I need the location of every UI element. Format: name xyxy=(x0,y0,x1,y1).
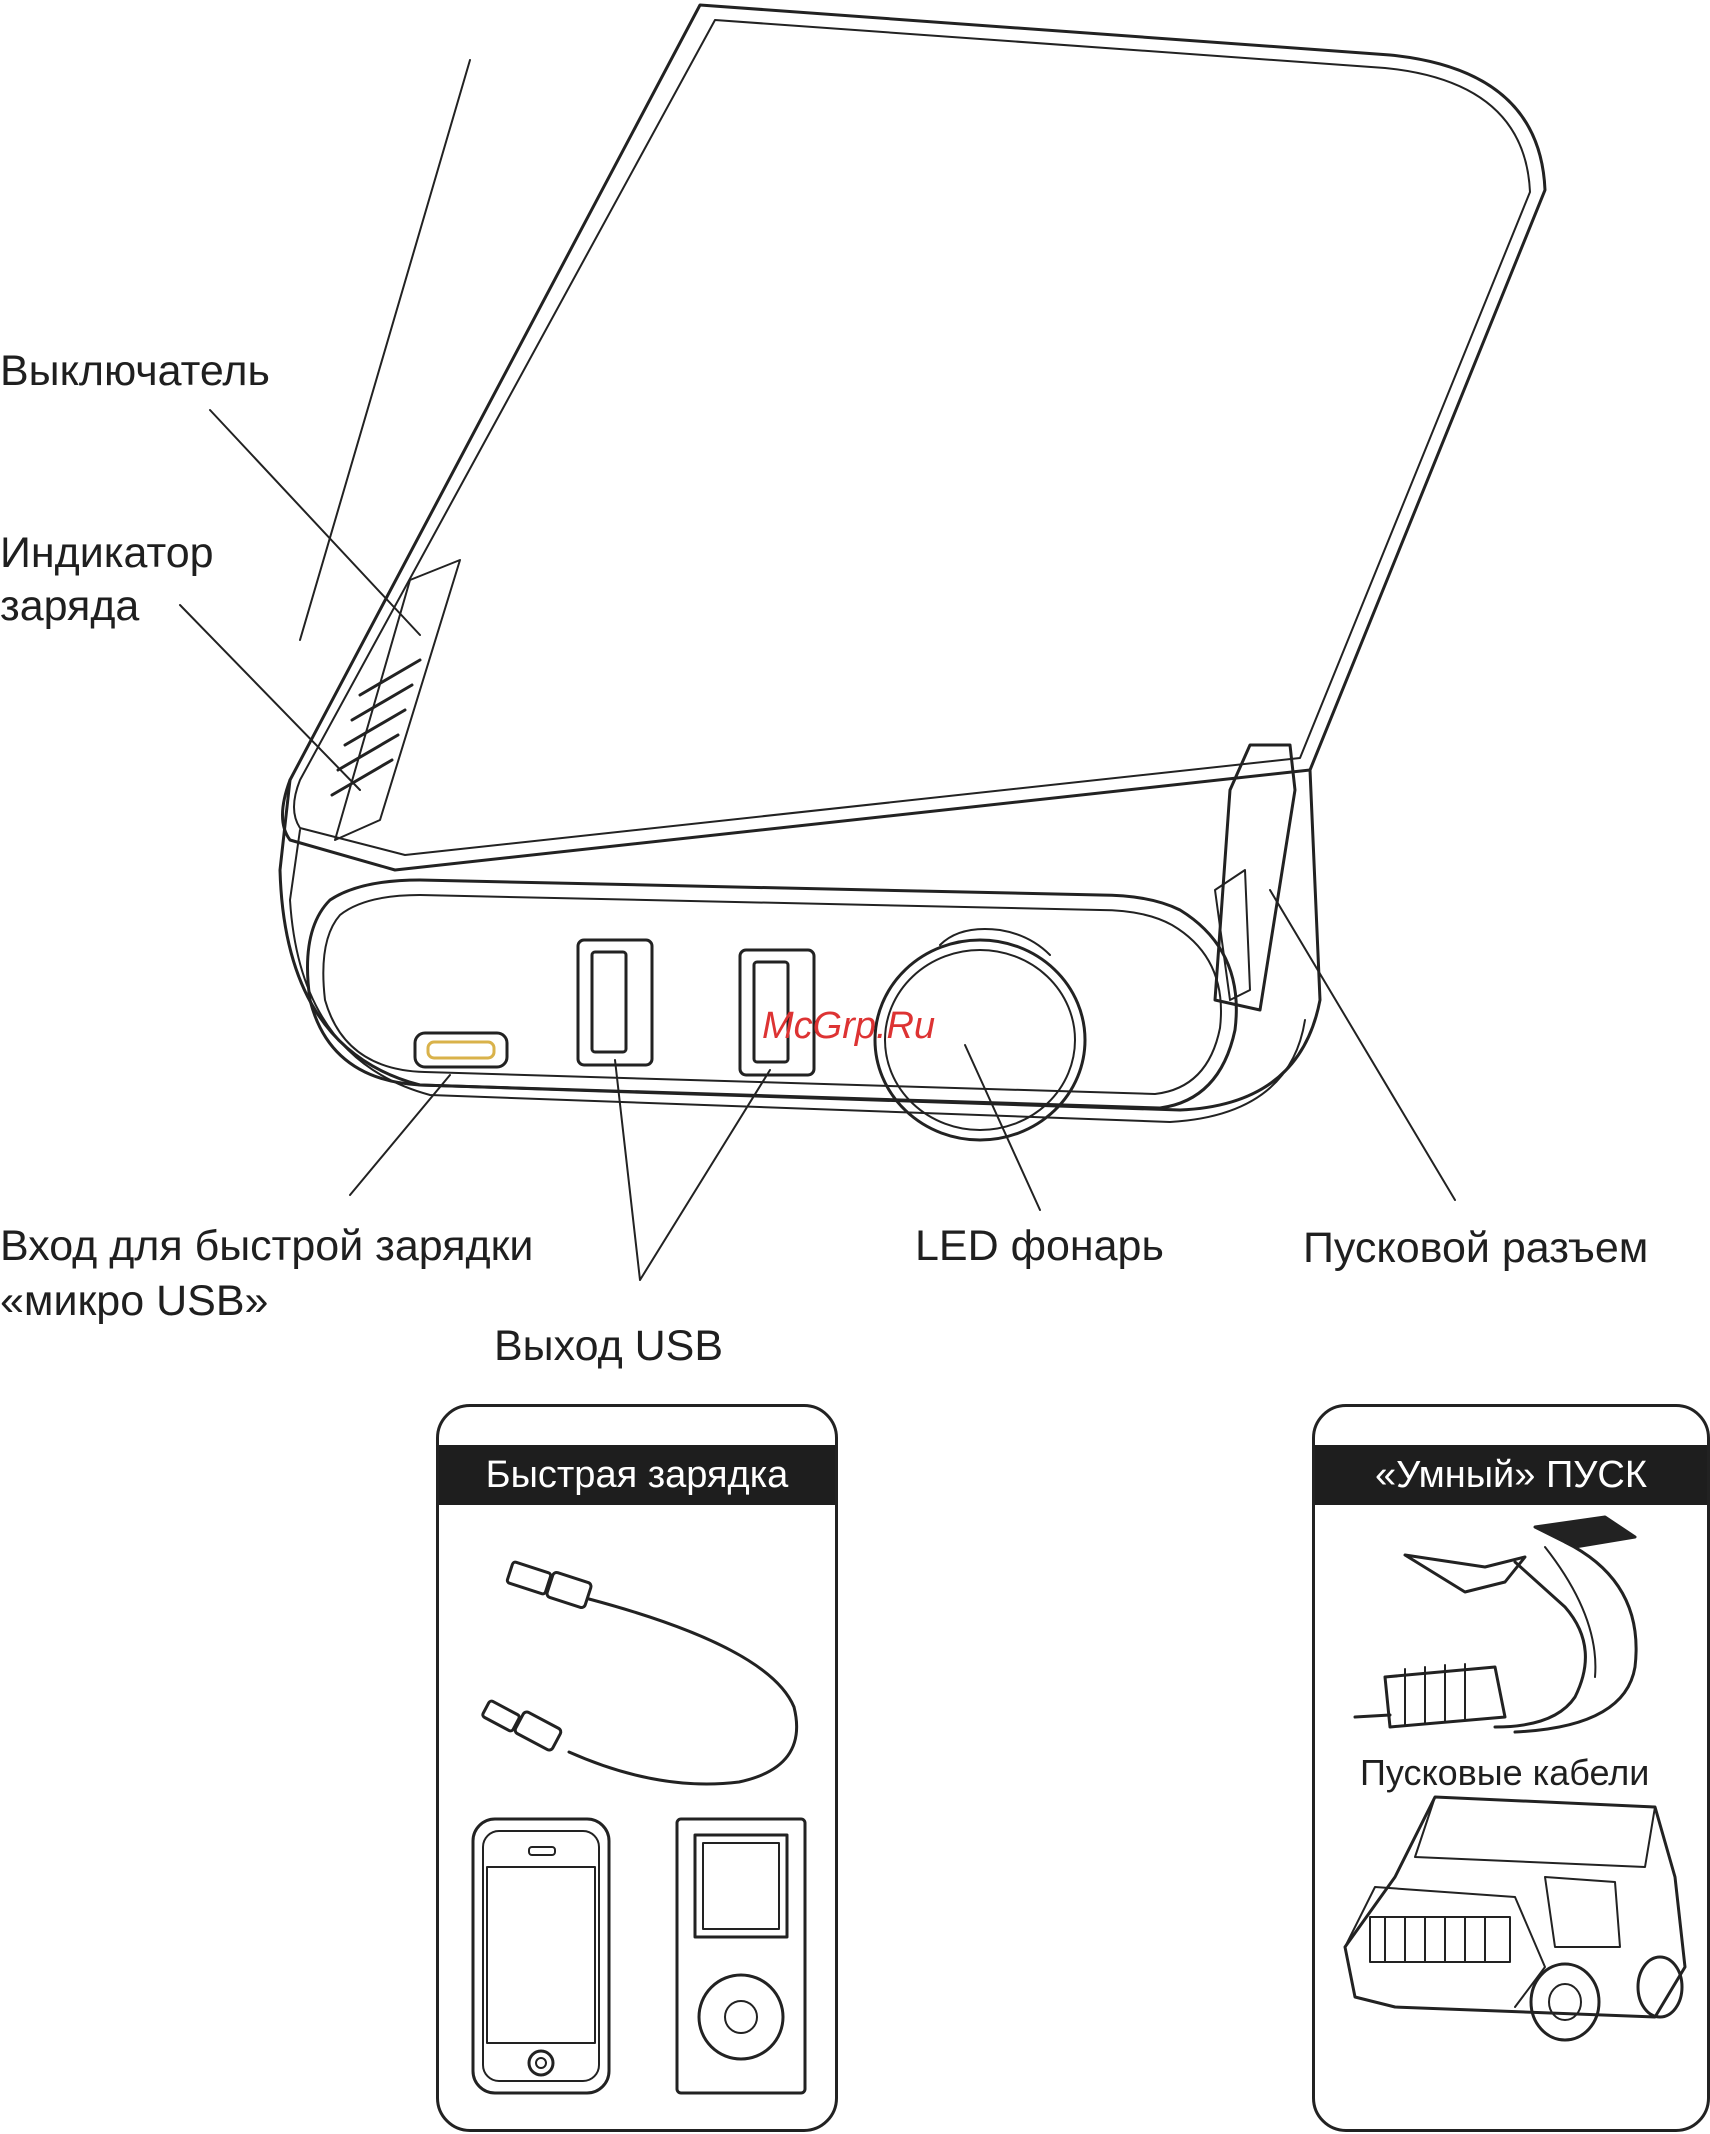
jump-cables-icon xyxy=(1355,1517,1636,1732)
label-fast-charge-input-line2: «микро USB» xyxy=(0,1275,268,1328)
mp3-player-icon xyxy=(677,1819,805,2093)
label-fast-charge-input-line1: Вход для быстрой зарядки xyxy=(0,1220,533,1273)
usb-port-1 xyxy=(578,940,652,1065)
usb-cable-icon xyxy=(482,1561,797,1784)
phone-icon xyxy=(473,1819,609,2093)
smart-start-panel: «Умный» ПУСК Пусковые кабели xyxy=(1312,1404,1710,2132)
label-led-light: LED фонарь xyxy=(915,1220,1164,1273)
callout-switch xyxy=(210,410,420,635)
label-switch: Выключатель xyxy=(0,345,270,398)
callout-micro-usb xyxy=(350,1075,450,1195)
suv-icon xyxy=(1345,1797,1685,2040)
fast-charge-illustrations xyxy=(439,1407,835,2129)
fast-charge-panel: Быстрая зарядка xyxy=(436,1404,838,2132)
smart-start-illustrations xyxy=(1315,1407,1707,2129)
jump-start-port xyxy=(1215,745,1295,1010)
label-charge-indicator-line2: заряда xyxy=(0,580,139,633)
label-charge-indicator-line1: Индикатор xyxy=(0,527,214,580)
label-usb-output: Выход USB xyxy=(494,1320,723,1373)
watermark: McGrp.Ru xyxy=(762,1005,935,1048)
label-jump-port: Пусковой разъем xyxy=(1303,1222,1648,1275)
